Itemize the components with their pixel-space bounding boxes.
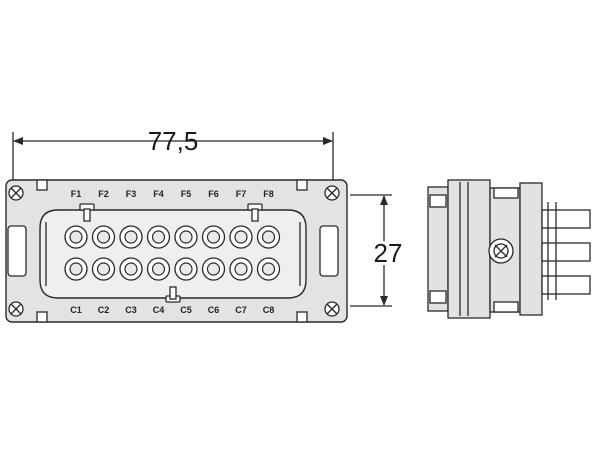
side-latch [429,290,447,304]
screw-icon [8,185,24,201]
contact-pin-f4 [146,225,171,249]
pin-label-f6: F6 [208,189,219,199]
contact-pin-c1 [64,257,88,281]
side-latch [429,194,447,208]
contact-pin-f7 [229,225,253,249]
coding-key [247,203,263,222]
pin-label-f1: F1 [71,189,82,199]
side-conductor [541,209,591,229]
contact-pin-c3 [119,257,143,281]
pin-label-c4: C4 [153,305,165,315]
pin-label-c2: C2 [98,305,110,315]
screw-icon [324,301,340,317]
pin-row-top [64,225,281,249]
pin-row-bottom [64,257,281,281]
pin-label-f3: F3 [126,189,137,199]
side-contact-tab [493,301,519,313]
pin-label-f2: F2 [98,189,109,199]
pin-label-c7: C7 [235,305,247,315]
flange-notch [296,311,308,323]
side-rear [519,182,543,316]
height-label: 27 [374,238,403,268]
pin-label-c1: C1 [70,305,82,315]
pin-label-c5: C5 [180,305,192,315]
coding-key [165,286,181,303]
pin-labels-top: F1 F2 F3 F4 F5 F6 F7 F8 [71,189,274,199]
side-conductor [541,275,591,295]
flange-notch [36,311,48,323]
contact-pin-c2 [91,257,116,281]
contact-pin-c6 [201,257,226,281]
side-slot-right [319,225,339,277]
insert-body [39,209,307,299]
contact-pin-f3 [119,225,143,249]
pin-labels-bottom: C1 C2 C3 C4 C5 C6 C7 C8 [70,305,274,315]
front-view: F1 F2 F3 F4 F5 F6 F7 F8 C1 C2 C3 C4 C5 C6 C7 C8 [5,179,348,323]
contact-pin-c5 [174,257,198,281]
pin-label-c3: C3 [125,305,137,315]
contact-pin-f6 [201,225,226,249]
screw-icon [8,301,24,317]
side-conductor [541,242,591,262]
coding-key [79,203,95,222]
contact-pin-c8 [256,257,281,281]
pin-label-f8: F8 [263,189,274,199]
side-contact-tab [493,187,519,199]
contact-pin-f1 [64,225,88,249]
contact-pin-f2 [91,225,116,249]
width-label: 77,5 [148,126,199,156]
contact-pin-c4 [146,257,171,281]
contact-pin-c7 [229,257,253,281]
pin-label-f5: F5 [181,189,192,199]
pin-label-c8: C8 [263,305,275,315]
pin-label-f7: F7 [236,189,247,199]
side-slot-left [7,225,27,277]
side-housing [447,179,491,319]
pin-label-c6: C6 [208,305,220,315]
contact-pin-f5 [174,225,198,249]
contact-pin-f8 [256,225,281,249]
height-dimension: 27 [350,194,405,307]
screw-icon [488,238,514,264]
flange-notch [36,179,48,191]
screw-icon [324,185,340,201]
pin-label-f4: F4 [153,189,164,199]
side-view [427,179,591,319]
width-dimension: 77,5 [12,126,334,184]
flange-notch [296,179,308,191]
